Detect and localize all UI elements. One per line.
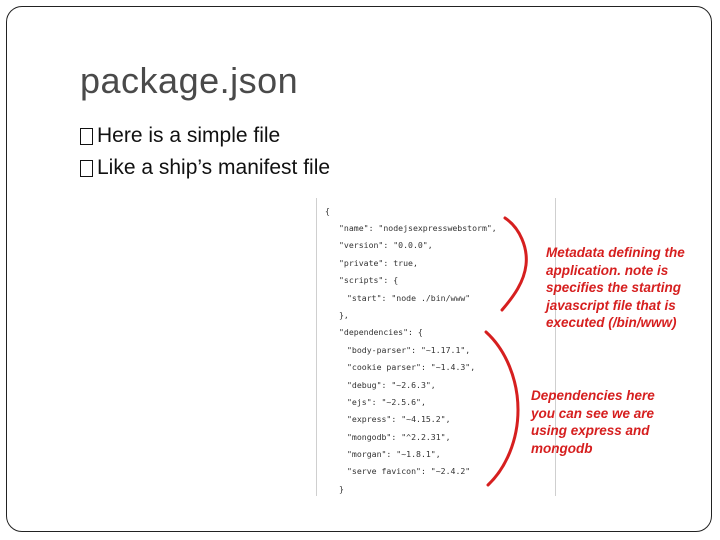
code-line: "morgan": "~1.8.1",: [347, 449, 441, 459]
bullet-item: Here is a simple file: [80, 120, 330, 152]
slide-title: package.json: [80, 60, 299, 101]
bullet-item: Like a ship’s manifest file: [80, 152, 330, 184]
code-line: }: [339, 484, 344, 494]
code-line: "express": "~4.15.2",: [347, 414, 451, 424]
code-line: "name": "nodejsexpresswebstorm",: [339, 223, 497, 233]
code-line: "debug": "~2.6.3",: [347, 380, 436, 390]
code-line: "version": "0.0.0",: [339, 240, 433, 250]
code-line: "mongodb": "^2.2.31",: [347, 432, 451, 442]
code-screenshot: { "name": "nodejsexpresswebstorm", "vers…: [316, 198, 556, 496]
code-line: },: [339, 310, 349, 320]
code-line: "serve favicon": "~2.4.2": [347, 466, 471, 476]
bullet-text: Here is a simple file: [97, 124, 281, 147]
code-line: "private": true,: [339, 258, 418, 268]
code-line: "dependencies": {: [339, 327, 423, 337]
code-line: "body-parser": "~1.17.1",: [347, 345, 471, 355]
bullet-list: Here is a simple file Like a ship’s mani…: [80, 120, 330, 184]
bullet-box-icon: [80, 159, 93, 177]
code-line: "ejs": "~2.5.6",: [347, 397, 426, 407]
metadata-annotation: Metadata defining the application. note …: [546, 245, 685, 330]
code-line: "scripts": {: [339, 275, 399, 285]
bullet-text: Like a ship’s manifest file: [97, 156, 331, 179]
dependencies-annotation: Dependencies here you can see we are usi…: [531, 388, 655, 456]
code-line: "cookie parser": "~1.4.3",: [347, 362, 476, 372]
code-line: "start": "node ./bin/www": [347, 293, 471, 303]
code-line: {: [325, 206, 330, 216]
bullet-box-icon: [80, 127, 93, 145]
dependencies-brace: [484, 330, 520, 487]
metadata-brace: [500, 216, 528, 312]
